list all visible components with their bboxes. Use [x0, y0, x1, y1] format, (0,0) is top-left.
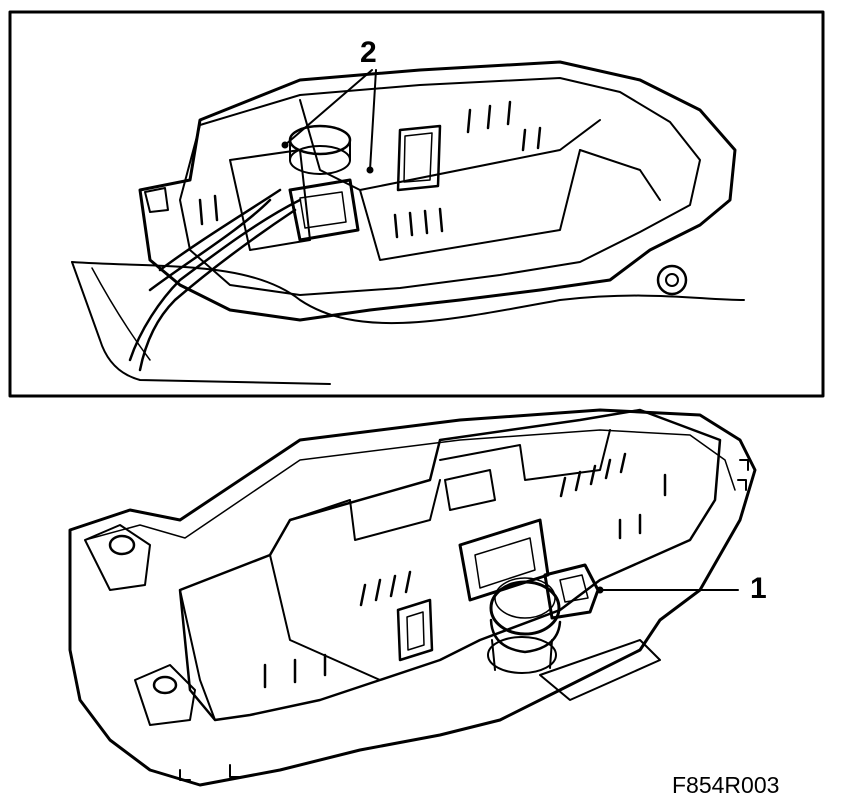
- vent-slots-lower: [263, 452, 667, 689]
- wiring-harness: [128, 188, 302, 372]
- connector: [288, 178, 360, 242]
- mounting-boss: [656, 264, 688, 296]
- bulb-holder: [489, 580, 561, 636]
- base-plate: [68, 408, 757, 787]
- housing-block: [178, 408, 722, 722]
- callout-label-1: 1: [750, 572, 767, 605]
- plug-connector: [543, 563, 600, 620]
- inset-frame: [8, 10, 825, 398]
- figure-reference-code: F854R003: [672, 772, 779, 798]
- housing-shell: [138, 60, 737, 322]
- main-assembly-view: 1: [68, 408, 767, 787]
- mounting-bosses: [84, 524, 196, 726]
- inset-detail-view: 2: [8, 10, 825, 398]
- callout-1-leader: [596, 586, 739, 594]
- callout-label-2: 2: [360, 36, 377, 69]
- callout-2-leaders: [281, 69, 377, 174]
- vent-slots: [198, 100, 542, 239]
